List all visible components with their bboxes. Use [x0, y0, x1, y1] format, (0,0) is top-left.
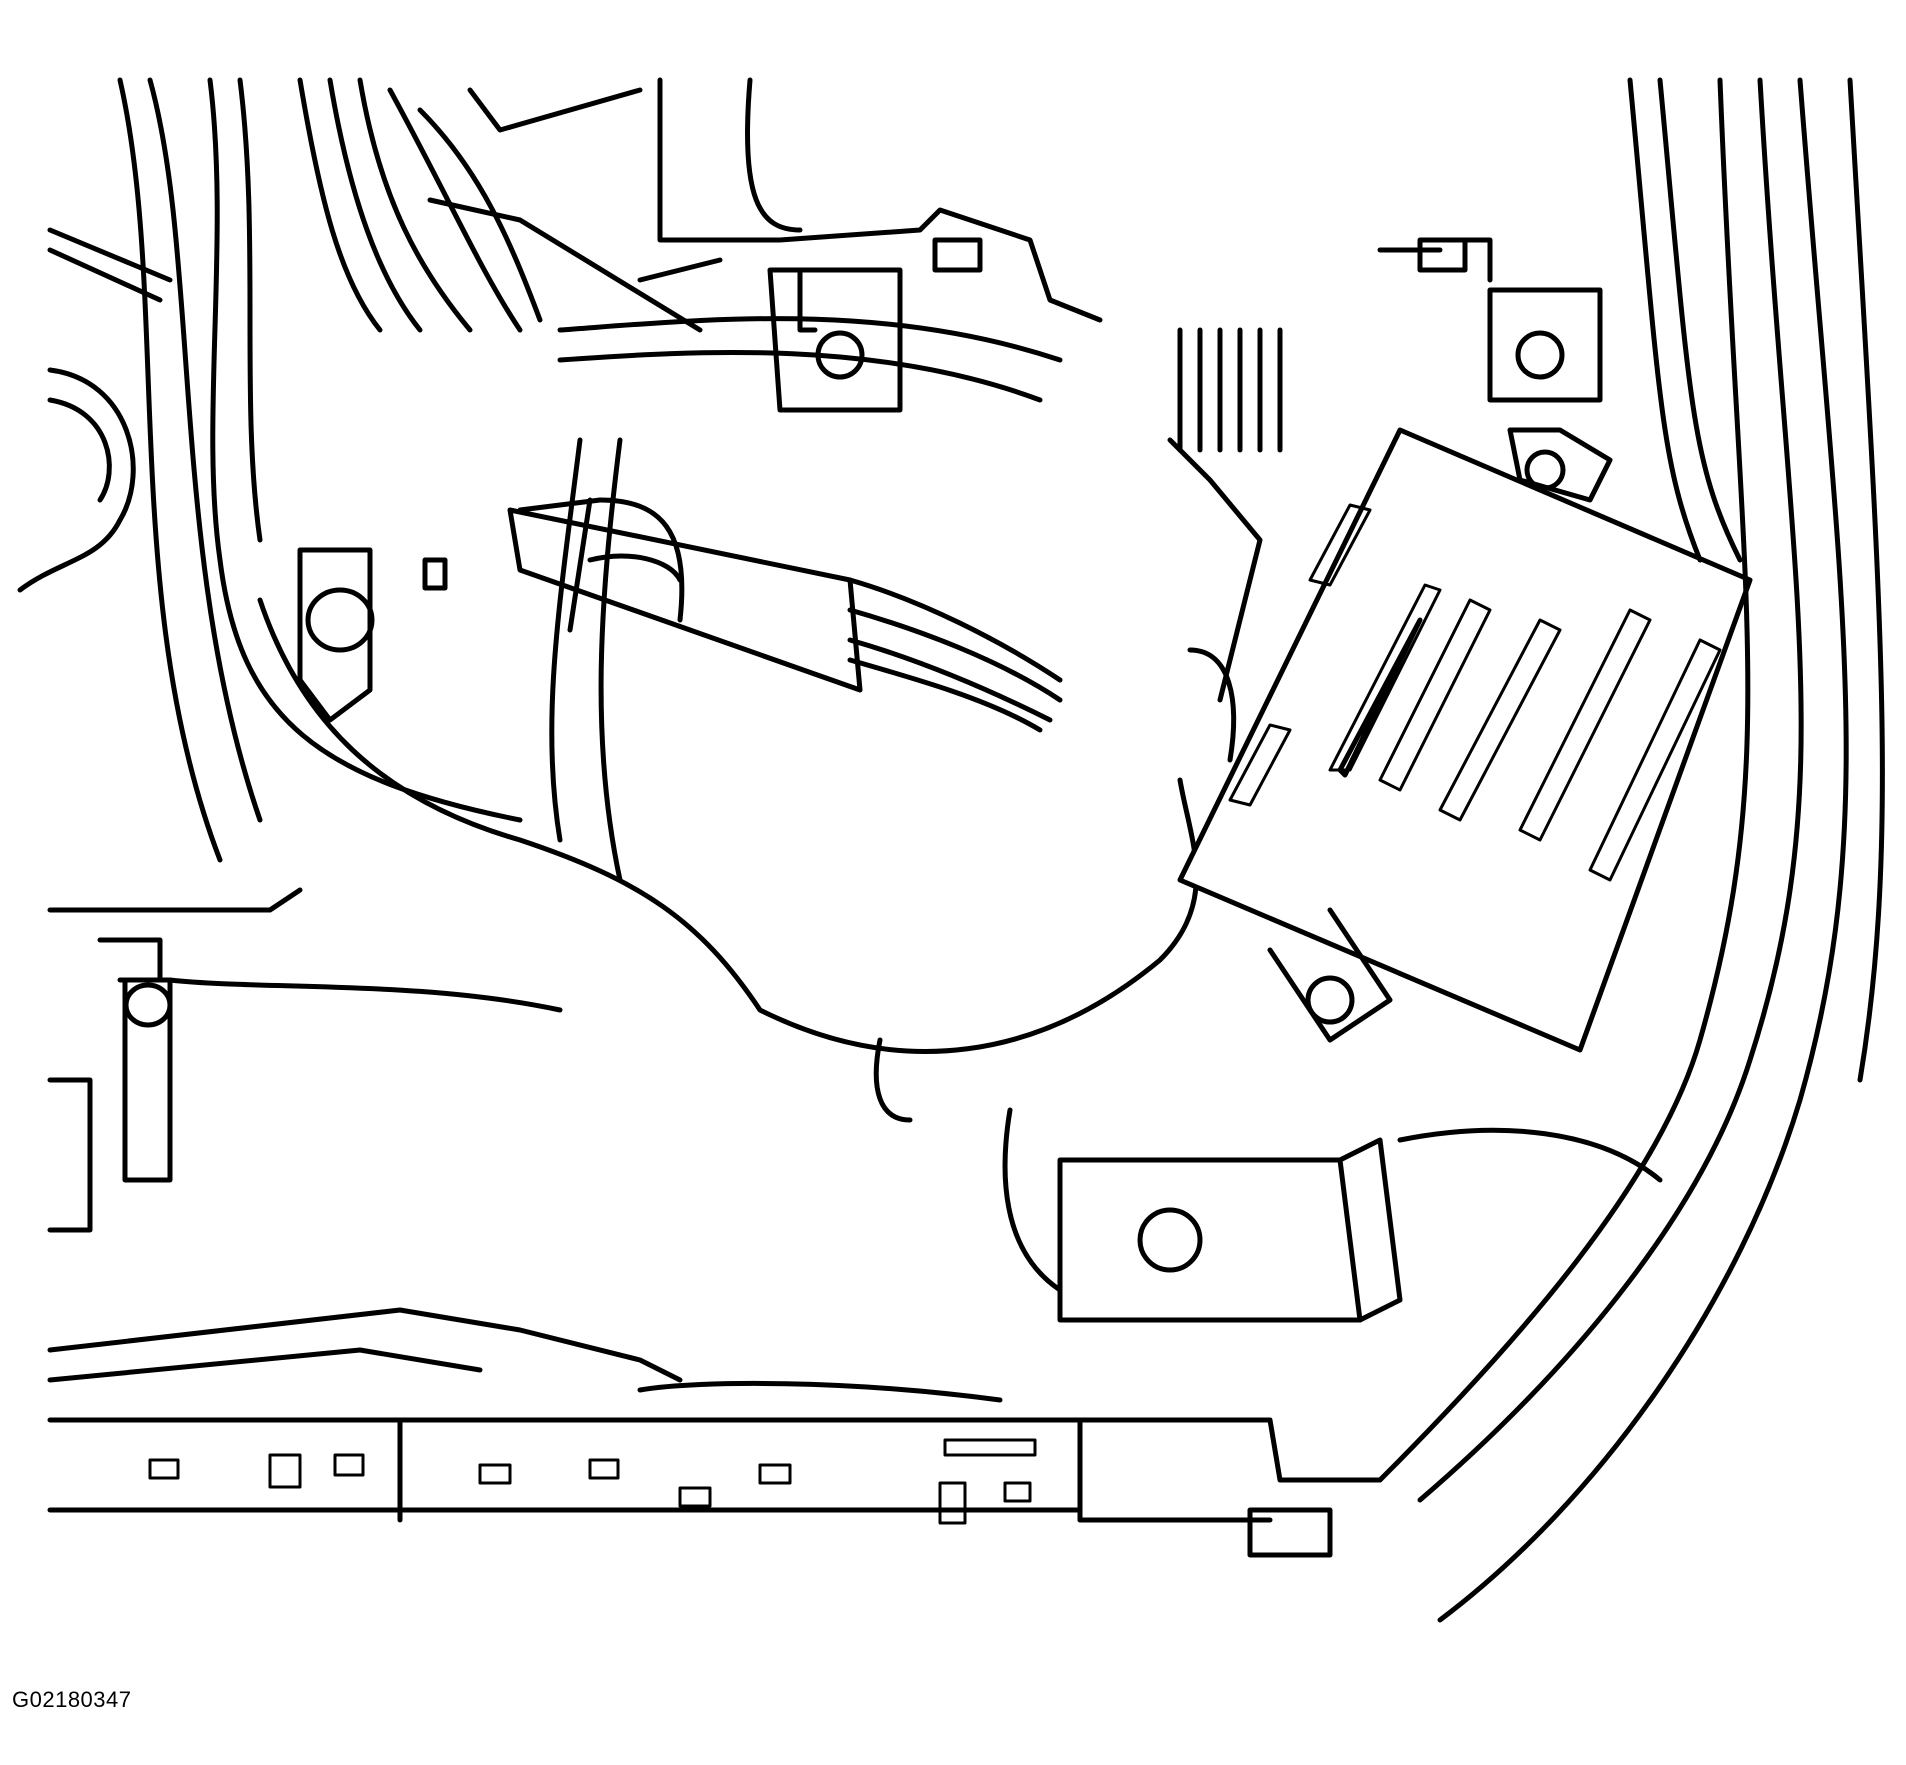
relay-module — [1177, 427, 1753, 1053]
left-mounting-bracket — [47, 887, 563, 1233]
module-wire-bundle — [1167, 327, 1283, 763]
lower-panel-strip — [47, 1307, 1383, 1558]
left-trim-panel — [17, 77, 263, 863]
center-connector — [507, 497, 1063, 733]
figure-id-label: G02180347 — [12, 1687, 132, 1712]
right-pillar — [1377, 77, 1885, 1623]
upper-bolt-bracket — [637, 77, 1103, 413]
harness-loop — [257, 316, 1199, 1054]
lower-bolt-bracket — [873, 1037, 1663, 1323]
ground-stud — [297, 547, 448, 723]
right-bolt-bracket — [1377, 77, 1743, 563]
main-harness-trunk — [207, 77, 703, 823]
